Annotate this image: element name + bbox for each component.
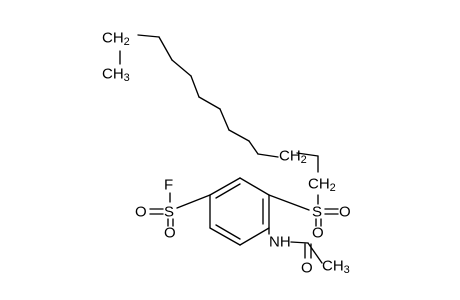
carbonyl-o-label: O <box>301 260 313 277</box>
ring-bond <box>209 177 241 196</box>
bond-ring-sulfonyl <box>268 194 310 211</box>
ch2-lower1-label: CH2 <box>279 148 307 167</box>
ch2-lower2-label: CH2 <box>308 176 336 195</box>
chain-bond <box>190 75 200 98</box>
ch3-top-label: CH3 <box>102 66 130 85</box>
chain-bond <box>219 108 230 131</box>
bond-ch2-ch2 <box>296 152 319 157</box>
ring-bond <box>209 227 241 246</box>
ring-double-bond <box>215 224 241 240</box>
bond-c-ch3 <box>307 242 323 264</box>
bond-n-c <box>290 241 309 244</box>
benzene-ring <box>209 177 270 246</box>
chain-bond <box>228 129 250 142</box>
atom-labels: CH2 CH3 CH2 CH2 S O O S F O O NH O CH3 <box>102 30 351 277</box>
acetyl-ch3-label: CH3 <box>322 258 350 277</box>
fluoride-o-left-label: O <box>135 204 147 221</box>
fluoride-o-bottom-label: O <box>164 225 176 242</box>
chain-bond <box>158 36 173 61</box>
sulfonyl-o-bottom-label: O <box>312 225 324 242</box>
bond-ch2-c <box>137 34 160 38</box>
ring-bond <box>239 227 270 246</box>
sulfonyl-s-label: S <box>312 204 322 221</box>
fluoride-s-label: S <box>164 204 174 221</box>
chain-bond <box>198 96 221 110</box>
fluorine-label: F <box>164 177 173 194</box>
alkyl-chain <box>119 34 319 205</box>
sulfonyl-o-right-label: O <box>339 204 351 221</box>
ring-bond <box>239 177 270 196</box>
substituent-bonds <box>149 192 339 264</box>
nh-label: NH <box>269 234 291 251</box>
ch2-top-label: CH2 <box>102 30 130 49</box>
chain-bond <box>257 153 279 158</box>
bond-ring-sulfonylfluoride <box>176 194 211 209</box>
chain-bond <box>171 59 192 77</box>
chain-bond <box>248 140 259 155</box>
ring-double-bond <box>215 183 241 199</box>
